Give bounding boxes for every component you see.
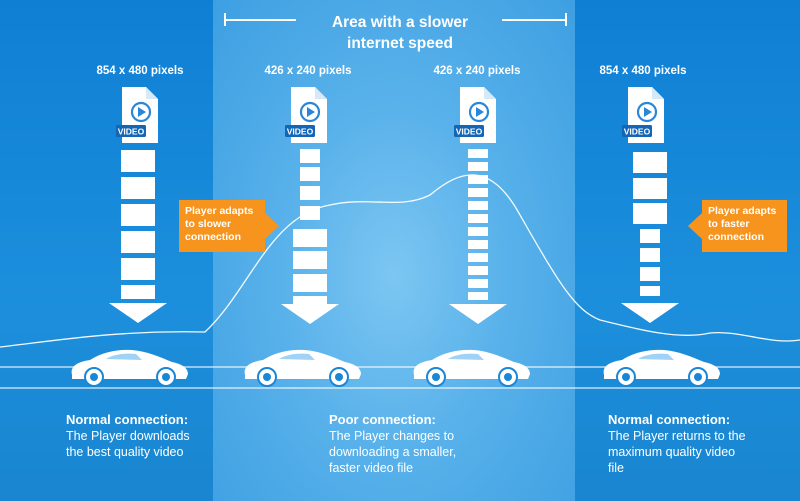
callout-slower-text: Player adapts to slower connection: [185, 205, 254, 243]
callout-faster: Player adapts to faster connection: [702, 200, 787, 252]
car-icon: [71, 349, 188, 387]
caption-body: The Player returns to the maximum qualit…: [608, 429, 746, 475]
data-block: [293, 229, 327, 247]
slow-area-title: Area with a slower internet speed: [300, 12, 500, 54]
play-icon: [299, 101, 321, 123]
data-block: [300, 167, 320, 181]
data-block: [300, 149, 320, 163]
data-block: [468, 214, 488, 223]
data-block: [468, 292, 488, 300]
data-block: [121, 150, 155, 172]
data-block: [293, 274, 327, 292]
download-stack-2: [281, 149, 339, 324]
data-block: [468, 240, 488, 249]
download-stack-1: [109, 150, 167, 323]
resolution-label-3: 426 x 240 pixels: [433, 65, 521, 77]
caption-body: The Player downloads the best quality vi…: [66, 429, 190, 459]
caption-normal-right: Normal connection: The Player returns to…: [608, 412, 748, 476]
data-block: [633, 152, 667, 173]
data-block: [633, 203, 667, 224]
data-block: [300, 206, 320, 220]
caption-title: Poor connection:: [329, 412, 436, 427]
data-block: [640, 229, 660, 243]
data-block: [640, 286, 660, 296]
bracket-tick-right: [565, 13, 567, 26]
arrow-down-icon: [449, 304, 507, 324]
car-icon: [603, 349, 720, 387]
arrow-down-icon: [109, 303, 167, 323]
data-block: [468, 227, 488, 236]
data-block: [468, 162, 488, 171]
callout-faster-text: Player adapts to faster connection: [708, 205, 777, 243]
video-badge-4: VIDEO: [624, 127, 651, 137]
arrow-left-icon: [688, 213, 702, 239]
data-block: [468, 279, 488, 288]
bracket-line-left: [224, 19, 296, 21]
download-stacks: [109, 149, 679, 324]
normal-connection-zone-left: [0, 0, 213, 501]
data-block: [121, 285, 155, 299]
arrow-down-icon: [281, 304, 339, 324]
resolution-label-2: 426 x 240 pixels: [264, 65, 352, 77]
bracket-line-right: [502, 19, 566, 21]
slow-area-zone: [213, 0, 575, 501]
download-stack-3: [449, 149, 507, 324]
cars-layer: [71, 349, 720, 387]
resolution-label-1: 854 x 480 pixels: [96, 65, 184, 77]
data-block: [121, 231, 155, 253]
data-block: [121, 177, 155, 199]
video-badge-3: VIDEO: [456, 127, 483, 137]
connection-speed-curve: [0, 174, 800, 348]
slow-area-title-line2: internet speed: [347, 35, 453, 52]
data-block: [468, 175, 488, 184]
resolution-label-4: 854 x 480 pixels: [599, 65, 687, 77]
data-block: [121, 204, 155, 226]
arrow-down-icon: [621, 303, 679, 323]
data-block: [293, 251, 327, 269]
data-block: [468, 201, 488, 210]
data-block: [640, 267, 660, 281]
video-badge-2: VIDEO: [287, 127, 314, 137]
data-block: [633, 178, 667, 199]
caption-body: The Player changes to downloading a smal…: [329, 429, 457, 475]
video-badge-1: VIDEO: [118, 127, 145, 137]
data-block: [300, 186, 320, 200]
play-icon: [130, 101, 152, 123]
arrow-right-icon: [265, 213, 279, 239]
caption-title: Normal connection:: [608, 412, 731, 427]
video-file-icon: VIDEO: [116, 87, 158, 143]
slow-area-title-line1: Area with a slower: [331, 14, 469, 31]
video-file-icon: VIDEO: [285, 87, 327, 143]
car-icon: [244, 349, 361, 387]
data-block: [293, 296, 327, 304]
car-icon: [413, 349, 530, 387]
play-icon: [468, 101, 490, 123]
data-block: [121, 258, 155, 280]
data-block: [468, 253, 488, 262]
callout-slower: Player adapts to slower connection: [179, 200, 265, 252]
caption-title: Normal connection:: [66, 412, 189, 427]
data-block: [468, 188, 488, 197]
caption-normal-left: Normal connection: The Player downloads …: [66, 412, 206, 460]
caption-poor: Poor connection: The Player changes to d…: [329, 412, 469, 476]
play-icon: [636, 101, 658, 123]
download-stack-4: [621, 152, 679, 323]
data-block: [468, 149, 488, 158]
data-block: [468, 266, 488, 275]
data-block: [640, 248, 660, 262]
video-file-icon: VIDEO: [622, 87, 664, 143]
video-file-icon: VIDEO: [454, 87, 496, 143]
